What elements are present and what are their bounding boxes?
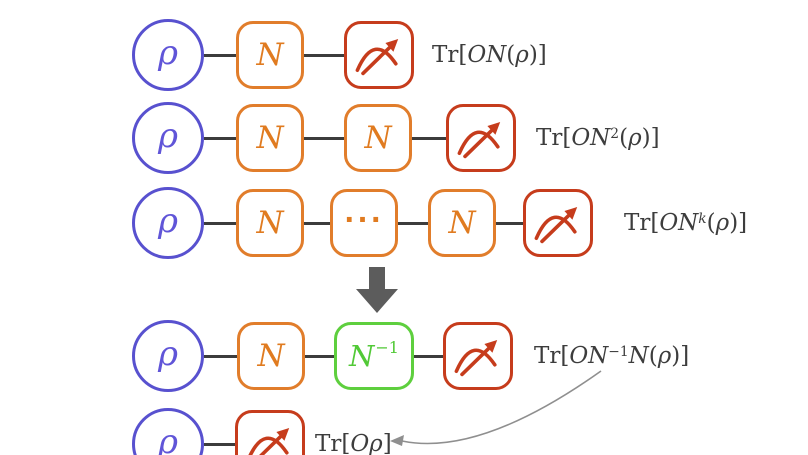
rho-label: ρ (158, 334, 178, 374)
rho-label: ρ (158, 201, 178, 241)
inverse-channel-label: N (349, 338, 375, 373)
channel-box: N (428, 189, 496, 257)
row-depth-1: ρ N Tr[ON(ρ)] (132, 19, 547, 91)
state-rho-node: ρ (132, 320, 204, 392)
channel-box: N (236, 21, 304, 89)
formula-depth-1: Tr[ON(ρ)] (432, 42, 547, 68)
rho-label: ρ (158, 422, 178, 455)
wire (204, 221, 236, 225)
wire (496, 221, 523, 225)
row-depth-k: ρ N ··· N Tr[ONk(ρ)] (132, 187, 747, 259)
state-rho-node: ρ (132, 187, 204, 259)
ellipsis-icon: ··· (344, 204, 384, 236)
meter-icon (454, 340, 498, 377)
formula-depth-2: Tr[ON2(ρ)] (536, 125, 660, 151)
state-rho-node: ρ (132, 102, 204, 174)
measurement-box (443, 322, 513, 390)
meter-icon (355, 39, 399, 76)
channel-label: N (257, 337, 285, 374)
measurement-box (446, 104, 516, 172)
rho-label: ρ (158, 33, 178, 73)
rho-label: ρ (158, 116, 178, 156)
wire (204, 136, 236, 140)
wire (412, 136, 446, 140)
curve-arrow-head-icon (390, 435, 404, 446)
meter-icon (457, 122, 501, 159)
formula-inverse: Tr[ON−1N(ρ)] (534, 343, 690, 369)
inverse-channel-box: N−1 (334, 322, 414, 390)
state-rho-node: ρ (132, 19, 204, 91)
channel-box: N (344, 104, 412, 172)
inverse-exponent: −1 (375, 337, 399, 357)
channel-label: N (256, 204, 284, 241)
formula-depth-k: Tr[ONk(ρ)] (624, 210, 748, 236)
row-depth-2: ρ N N Tr[ON2(ρ)] (132, 102, 660, 174)
wire (398, 221, 428, 225)
measurement-box (523, 189, 593, 257)
wire (304, 53, 344, 57)
ellipsis-box: ··· (330, 189, 398, 257)
wire (204, 354, 237, 358)
channel-label: N (364, 119, 392, 156)
wire (204, 442, 235, 446)
wire (204, 53, 236, 57)
row-inverse: ρ N N−1 Tr[ON−1N(ρ)] (132, 320, 689, 392)
row-identity: ρ Tr[Oρ] (132, 408, 392, 455)
meter-icon (248, 428, 290, 455)
wire (414, 354, 443, 358)
measurement-box (235, 410, 305, 455)
formula-identity: Tr[Oρ] (315, 431, 392, 455)
channel-label: N (256, 36, 284, 73)
wire (304, 221, 330, 225)
meter-icon (534, 207, 578, 244)
channel-label: N (448, 204, 476, 241)
channel-box: N (236, 189, 304, 257)
channel-box: N (237, 322, 305, 390)
measurement-box (344, 21, 414, 89)
channel-label: N (256, 119, 284, 156)
wire (304, 136, 344, 140)
channel-box: N (236, 104, 304, 172)
state-rho-node: ρ (132, 408, 204, 455)
wire (305, 354, 334, 358)
down-arrow-icon (356, 267, 398, 313)
